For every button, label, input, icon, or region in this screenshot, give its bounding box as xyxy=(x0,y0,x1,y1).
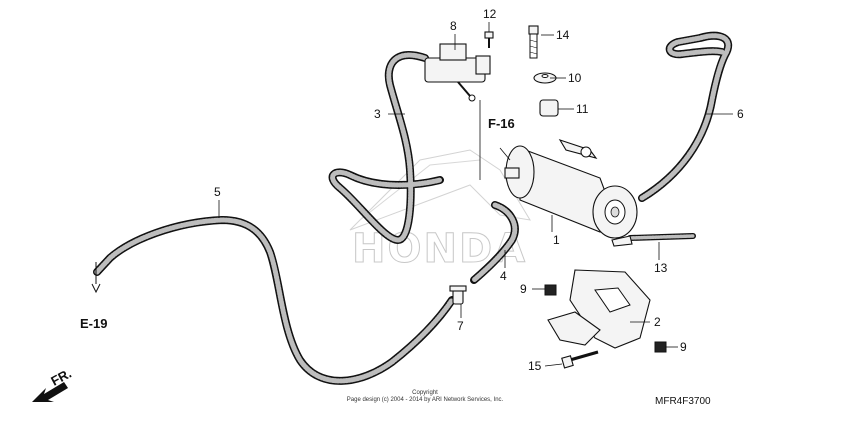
callout-9-lower: 9 xyxy=(680,340,687,354)
callout-7: 7 xyxy=(457,319,464,333)
hose-5[interactable] xyxy=(91,216,456,385)
ref-e19[interactable]: E-19 xyxy=(80,316,107,331)
joint-7[interactable] xyxy=(449,285,467,305)
callout-6: 6 xyxy=(737,107,744,121)
callout-1: 1 xyxy=(553,233,560,247)
bolt-14[interactable] xyxy=(528,25,539,59)
front-arrow: FR. xyxy=(32,366,74,402)
callout-2: 2 xyxy=(654,315,661,329)
callout-11: 11 xyxy=(576,102,589,116)
hose-3[interactable] xyxy=(328,51,444,244)
front-label: FR. xyxy=(48,366,74,389)
bracket-2[interactable] xyxy=(547,269,651,349)
callout-12: 12 xyxy=(483,7,497,21)
callout-9-upper: 9 xyxy=(520,282,527,296)
solenoid-valve-8[interactable] xyxy=(424,43,491,102)
callout-8: 8 xyxy=(450,19,457,33)
copyright-line1: Copyright xyxy=(412,390,438,396)
callout-14: 14 xyxy=(556,28,570,42)
bolt-15[interactable] xyxy=(561,350,599,369)
rubber-11[interactable] xyxy=(539,99,559,117)
callout-13: 13 xyxy=(654,261,668,275)
bolt-9-upper[interactable] xyxy=(544,284,557,296)
bolt-9-lower[interactable] xyxy=(654,341,667,353)
callout-5: 5 xyxy=(214,185,221,199)
tube-13[interactable] xyxy=(627,233,696,241)
diagram-code: MFR4F3700 xyxy=(655,396,711,407)
callout-4: 4 xyxy=(500,269,507,283)
hose-4[interactable] xyxy=(470,201,519,284)
bolt-12[interactable] xyxy=(484,31,494,48)
copyright-line2: Page design (c) 2004 - 2014 by ARI Netwo… xyxy=(347,397,504,403)
callout-15: 15 xyxy=(528,359,542,373)
leader-lines xyxy=(218,22,733,367)
ref-f16[interactable]: F-16 xyxy=(488,116,515,131)
callout-3: 3 xyxy=(374,107,381,121)
callout-10: 10 xyxy=(568,71,582,85)
canister-1[interactable] xyxy=(504,139,638,247)
hose-6[interactable] xyxy=(638,31,733,202)
